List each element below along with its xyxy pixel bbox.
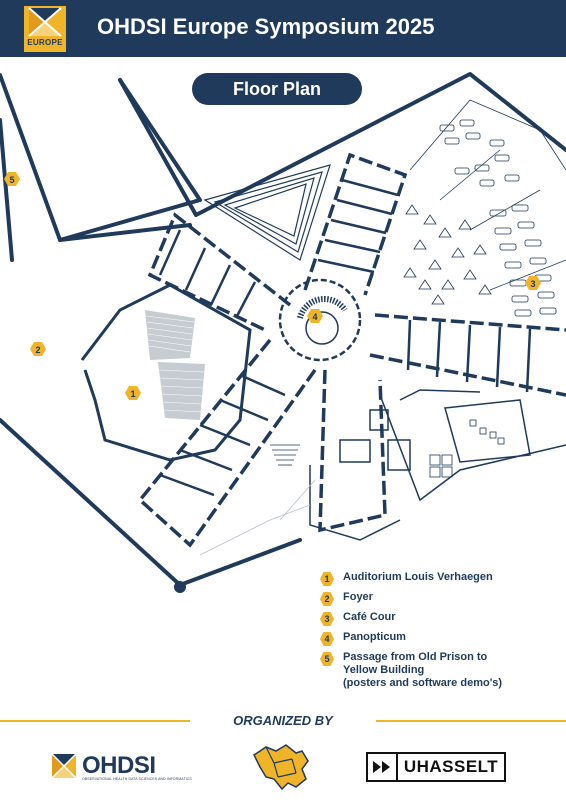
marker-2-label: 2 [35,345,40,355]
legend-label: Passage from Old Prison to Yellow Buildi… [343,651,503,689]
marker-1[interactable]: 1 [125,386,141,400]
marker-2[interactable]: 2 [30,342,46,356]
page-title: OHDSI Europe Symposium 2025 [97,14,435,39]
ohdsi-logo[interactable]: OHDSI OBSERVATIONAL HEALTH DATA SCIENCES… [50,752,192,784]
legend-badge: 3 [320,612,334,626]
legend-item: 5 Passage from Old Prison to Yellow Buil… [320,651,560,690]
x-mark-icon [28,7,62,37]
uhasselt-logo[interactable]: UHASSELT [366,752,506,782]
divider [0,720,190,722]
logo-text: EUROPE [27,38,63,47]
floor-plan-title: Floor Plan [192,73,362,105]
legend-badge: 5 [320,652,334,666]
legend-label: Panopticum [343,631,406,643]
ohdsi-wordmark: OHDSI [82,752,156,779]
marker-4-label: 4 [312,312,317,322]
divider [376,720,566,722]
marker-4[interactable]: 4 [307,309,323,323]
marker-5[interactable]: 5 [4,172,20,186]
legend-item: 1 Auditorium Louis Verhaegen [320,571,560,586]
legend-label: Café Cour [343,611,396,623]
legend-label: Auditorium Louis Verhaegen [343,571,493,583]
belgium-map-icon[interactable] [252,741,312,791]
fast-forward-icon [368,754,398,780]
marker-3-label: 3 [530,279,535,289]
header-bar: EUROPE OHDSI Europe Symposium 2025 [0,0,566,57]
legend-label: Foyer [343,591,373,603]
legend-badge: 1 [320,572,334,586]
marker-5-label: 5 [9,175,14,185]
uhasselt-wordmark: UHASSELT [403,757,499,776]
legend-item: 3 Café Cour [320,611,560,626]
organized-by-title: ORGANIZED BY [233,713,333,728]
ohdsi-europe-logo: EUROPE [24,6,66,52]
legend-badge: 4 [320,632,334,646]
marker-3[interactable]: 3 [525,276,541,290]
legend-item: 4 Panopticum [320,631,560,646]
legend-badge: 2 [320,592,334,606]
ohdsi-mark-icon [51,753,77,779]
ohdsi-tagline: OBSERVATIONAL HEALTH DATA SCIENCES AND I… [82,777,192,781]
marker-1-label: 1 [130,389,135,399]
floor-plan-legend: 1 Auditorium Louis Verhaegen 2 Foyer 3 C… [320,571,560,695]
legend-item: 2 Foyer [320,591,560,606]
floor-plan-map: 1 2 3 4 5 [0,72,566,593]
